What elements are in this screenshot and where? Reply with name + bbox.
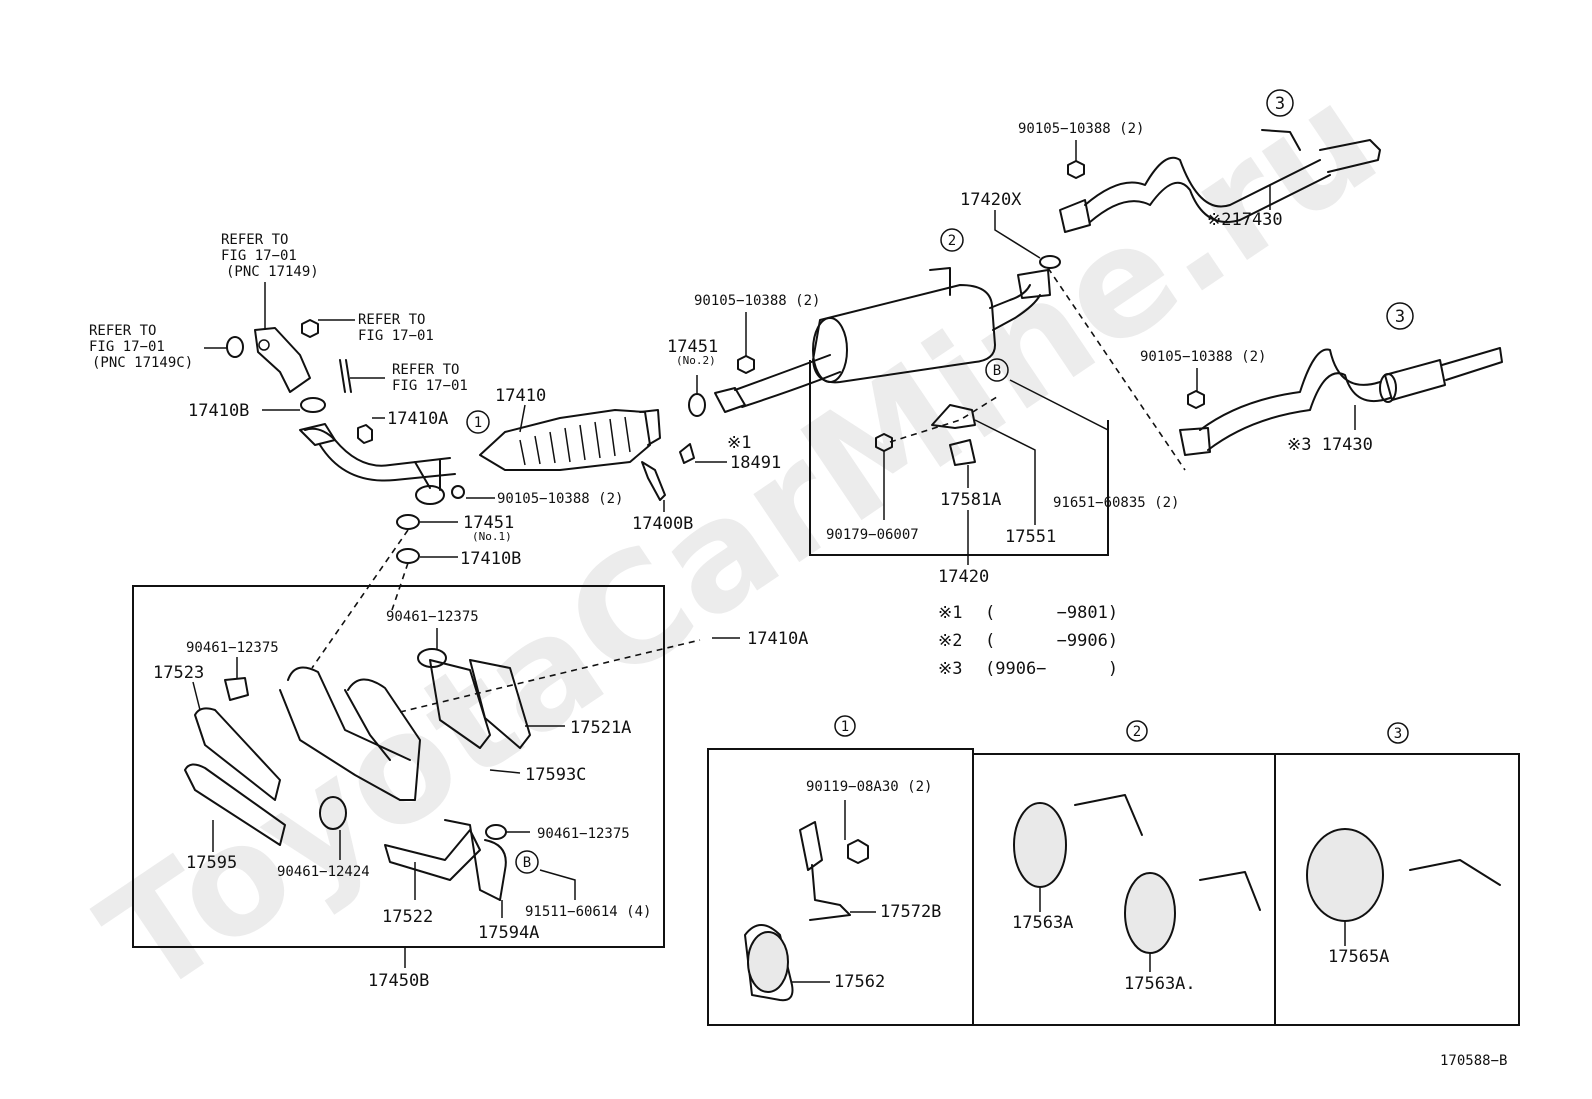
hanger-2-parts	[1013, 794, 1261, 954]
label-17563A-2: 17563A.	[1124, 974, 1196, 994]
svg-text:3: 3	[1395, 307, 1405, 327]
label-17595: 17595	[186, 853, 237, 873]
front-pipe-assembly	[226, 319, 695, 564]
svg-text:3: 3	[1394, 726, 1402, 742]
label-90105-right: 90105−10388 (2)	[1140, 349, 1266, 365]
label-91511: 91511−60614 (4)	[525, 904, 651, 920]
figure-id: 170588−B	[1440, 1053, 1507, 1069]
svg-text:B: B	[993, 363, 1001, 379]
part-labels: REFER TO FIG 17−01 (PNC 17149) REFER TO …	[89, 121, 1507, 1069]
label-90105-top: 90105−10388 (2)	[1018, 121, 1144, 137]
svg-text:FIG 17−01: FIG 17−01	[358, 328, 434, 344]
svg-text:(PNC 17149): (PNC 17149)	[226, 264, 319, 280]
refer-note-pnc-17149c: REFER TO	[89, 323, 156, 339]
tailpipe-variant-2	[1059, 129, 1381, 233]
svg-text:3: 3	[1275, 94, 1285, 114]
label-17451-no1: 17451	[463, 513, 514, 533]
label-90105-cat: 90105−10388 (2)	[497, 491, 623, 507]
watermark: ToyotaCarMine.ru	[73, 52, 1407, 1030]
legend: ※1 ( −9801) ※2 ( −9906) ※3 (9906− )	[938, 603, 1118, 679]
box-hanger-3	[1274, 753, 1520, 1026]
hanger-3-parts	[1306, 828, 1501, 922]
label-17563A-1: 17563A	[1012, 913, 1073, 933]
label-90105-mid: 90105−10388 (2)	[694, 293, 820, 309]
svg-text:B: B	[523, 855, 531, 871]
svg-text:FIG 17−01: FIG 17−01	[221, 248, 297, 264]
label-17594A: 17594A	[478, 923, 539, 943]
label-17451-no2: 17451	[667, 337, 718, 357]
label-17572B: 17572B	[880, 902, 941, 922]
label-17410: 17410	[495, 386, 546, 406]
callout-circle-B-box: B	[515, 850, 539, 874]
label-17551: 17551	[1005, 527, 1056, 547]
label-90461-a: 90461−12375	[386, 609, 479, 625]
label-91651: 91651−60835 (2)	[1053, 495, 1179, 511]
label-17420: 17420	[938, 567, 989, 587]
callout-circle-3-top: 3	[1266, 89, 1294, 117]
svg-text:(No.1): (No.1)	[472, 530, 512, 543]
label-90461-c: 90461−12375	[537, 826, 630, 842]
svg-text:※2: ※2	[938, 631, 962, 651]
label-17400B: 17400B	[632, 514, 693, 534]
svg-text:※1: ※1	[938, 603, 962, 623]
tailpipe-variant-3	[1179, 347, 1503, 456]
refer-note-pnc-17149: REFER TO	[221, 232, 288, 248]
svg-text:1: 1	[841, 719, 849, 735]
refer-note-a: REFER TO	[358, 312, 425, 328]
callout-circle-2: 2	[940, 228, 964, 252]
svg-text:(PNC 17149C): (PNC 17149C)	[92, 355, 193, 371]
callout-circle-2-box: 2	[1126, 720, 1148, 742]
label-90119: 90119−08A30 (2)	[806, 779, 932, 795]
svg-text:FIG 17−01: FIG 17−01	[89, 339, 165, 355]
label-90461-b: 90461−12375	[186, 640, 279, 656]
hanger-1-parts	[744, 821, 869, 1002]
svg-text:1: 1	[474, 415, 482, 431]
label-18491-mark: ※1	[727, 433, 751, 453]
callout-circle-1: 1	[466, 410, 490, 434]
leader-lines	[192, 140, 1356, 983]
svg-text:※3: ※3	[938, 659, 962, 679]
refer-note-b: REFER TO	[392, 362, 459, 378]
svg-text:2: 2	[1133, 724, 1141, 740]
box-17450B	[132, 585, 665, 948]
svg-text:FIG 17−01: FIG 17−01	[392, 378, 468, 394]
label-17410B-top: 17410B	[188, 401, 249, 421]
label-17522: 17522	[382, 907, 433, 927]
svg-text:(No.2): (No.2)	[676, 354, 716, 367]
label-18491: 18491	[730, 453, 781, 473]
callout-circle-B-top: B	[985, 358, 1009, 382]
callout-circle-3-mid: 3	[1386, 302, 1414, 330]
header-pipes	[184, 529, 701, 901]
label-17410B-mid: 17410B	[460, 549, 521, 569]
label-17450B: 17450B	[368, 971, 429, 991]
label-90179: 90179−06007	[826, 527, 919, 543]
svg-text:( −9801): ( −9801)	[985, 603, 1118, 623]
label-17420X: 17420X	[960, 190, 1022, 210]
label-17581A: 17581A	[940, 490, 1001, 510]
connector-line	[1047, 267, 1186, 471]
label-90461-12424: 90461−12424	[277, 864, 370, 880]
svg-text:( −9906): ( −9906)	[985, 631, 1118, 651]
svg-text:(9906− ): (9906− )	[985, 659, 1118, 679]
label-17521A: 17521A	[570, 718, 631, 738]
label-17410A-mid: 17410A	[747, 629, 808, 649]
svg-text:2: 2	[948, 233, 956, 249]
label-17523: 17523	[153, 663, 204, 683]
label-17565A: 17565A	[1328, 947, 1389, 967]
callout-circle-1-box: 1	[834, 715, 856, 737]
label-317430: ※3 17430	[1287, 435, 1373, 455]
callout-circle-3-box: 3	[1387, 722, 1409, 744]
label-17410A-top: 17410A	[387, 409, 448, 429]
label-17593C: 17593C	[525, 765, 586, 785]
label-217430: ※217430	[1207, 210, 1283, 230]
label-17562: 17562	[834, 972, 885, 992]
